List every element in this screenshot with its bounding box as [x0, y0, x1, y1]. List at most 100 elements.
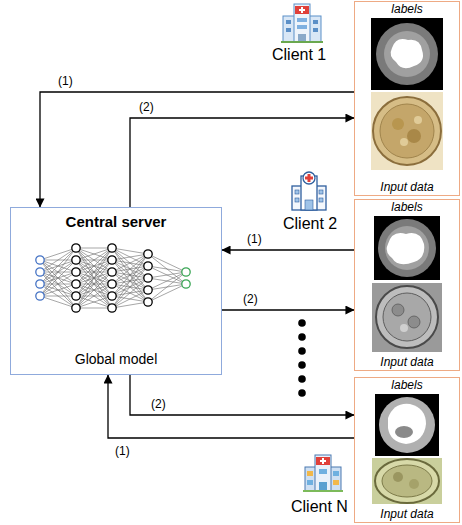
- flow-arrow: [108, 375, 354, 438]
- network-link: [76, 248, 112, 296]
- box-heading: labels: [391, 200, 422, 214]
- step-number: (2): [242, 292, 259, 306]
- network-link: [148, 272, 186, 302]
- network-link: [148, 254, 186, 272]
- network-neuron: [182, 280, 190, 288]
- network-link: [112, 302, 148, 308]
- hospital-icon: [281, 4, 323, 43]
- network-link: [76, 296, 112, 308]
- network-link: [40, 284, 76, 296]
- box-caption: Input data: [380, 180, 433, 194]
- label-mask-image: [374, 216, 440, 280]
- network-link: [40, 284, 76, 296]
- hospital-icon: [303, 455, 343, 492]
- network-neuron: [182, 268, 190, 276]
- network-link: [76, 248, 112, 308]
- network-neuron: [108, 268, 116, 276]
- network-neuron: [108, 280, 116, 288]
- network-link: [112, 248, 148, 290]
- network-link: [112, 266, 148, 308]
- box-caption: Input data: [380, 355, 433, 369]
- network-neuron: [144, 262, 152, 270]
- label-mask-image: [371, 18, 443, 90]
- step-number: (1): [114, 444, 131, 458]
- network-neuron: [108, 244, 116, 252]
- network-neuron: [72, 268, 80, 276]
- client-data-panel: labelsInput data: [354, 377, 460, 523]
- network-link: [76, 296, 112, 308]
- network-link: [112, 290, 148, 308]
- network-link: [76, 248, 112, 296]
- network-link: [76, 260, 112, 308]
- client-name: Client 2: [283, 214, 337, 233]
- network-link: [112, 278, 148, 308]
- network-link: [112, 248, 148, 278]
- network-link: [76, 308, 112, 309]
- network-link: [40, 272, 76, 296]
- network-link: [40, 248, 76, 284]
- network-neuron: [108, 304, 116, 312]
- network-neuron: [144, 298, 152, 306]
- network-link: [76, 260, 112, 308]
- step-number: (1): [246, 232, 263, 246]
- network-link: [76, 248, 112, 284]
- network-link: [76, 284, 112, 308]
- label-mask-image: [375, 394, 439, 456]
- neural-network-figure: [36, 244, 190, 312]
- network-link: [112, 254, 148, 308]
- network-neuron: [36, 280, 44, 288]
- ellipsis-dots: [298, 319, 306, 397]
- network-link: [76, 248, 112, 272]
- flow-arrow: [40, 92, 354, 207]
- network-link: [76, 248, 112, 284]
- network-neuron: [72, 304, 80, 312]
- network-link: [76, 248, 112, 308]
- flow-arrow: [130, 118, 354, 207]
- embryo-photo: [372, 458, 442, 504]
- embryo-photo: [372, 283, 442, 352]
- step-number: (1): [57, 74, 74, 88]
- network-link: [148, 284, 186, 302]
- network-neuron: [72, 244, 80, 252]
- network-link: [76, 272, 112, 308]
- network-neuron: [144, 250, 152, 258]
- network-neuron: [36, 256, 44, 264]
- network-neuron: [108, 292, 116, 300]
- network-link: [40, 260, 76, 296]
- network-neuron: [72, 292, 80, 300]
- network-neuron: [108, 256, 116, 264]
- flow-arrow: [222, 249, 354, 250]
- step-number: (2): [150, 397, 167, 411]
- network-link: [76, 248, 112, 272]
- network-link: [112, 254, 148, 296]
- network-link: [76, 248, 112, 249]
- network-link: [40, 284, 76, 308]
- box-heading: Central server: [66, 213, 167, 231]
- network-link: [76, 272, 112, 308]
- embryo-photo: [371, 92, 443, 170]
- flow-arrow: [130, 375, 354, 415]
- network-neuron: [72, 256, 80, 264]
- network-neuron: [144, 286, 152, 294]
- network-link: [76, 248, 112, 260]
- network-link: [40, 248, 76, 296]
- box-caption: Input data: [380, 507, 433, 521]
- network-neuron: [36, 292, 44, 300]
- server-box: Central serverGlobal model: [10, 207, 222, 375]
- step-number: (2): [138, 100, 155, 114]
- network-link: [112, 254, 148, 284]
- network-link: [40, 296, 76, 297]
- network-link: [40, 248, 76, 260]
- box-heading: labels: [391, 2, 422, 16]
- box-heading: labels: [391, 378, 422, 392]
- network-neuron: [144, 274, 152, 282]
- client-data-panel: labelsInput data: [354, 1, 460, 196]
- network-link: [40, 260, 76, 308]
- network-neuron: [36, 268, 44, 276]
- client-data-panel: labelsInput data: [354, 199, 460, 371]
- client-name: Client N: [291, 497, 348, 516]
- network-link: [148, 254, 186, 284]
- box-caption: Global model: [75, 351, 158, 368]
- network-link: [40, 272, 76, 296]
